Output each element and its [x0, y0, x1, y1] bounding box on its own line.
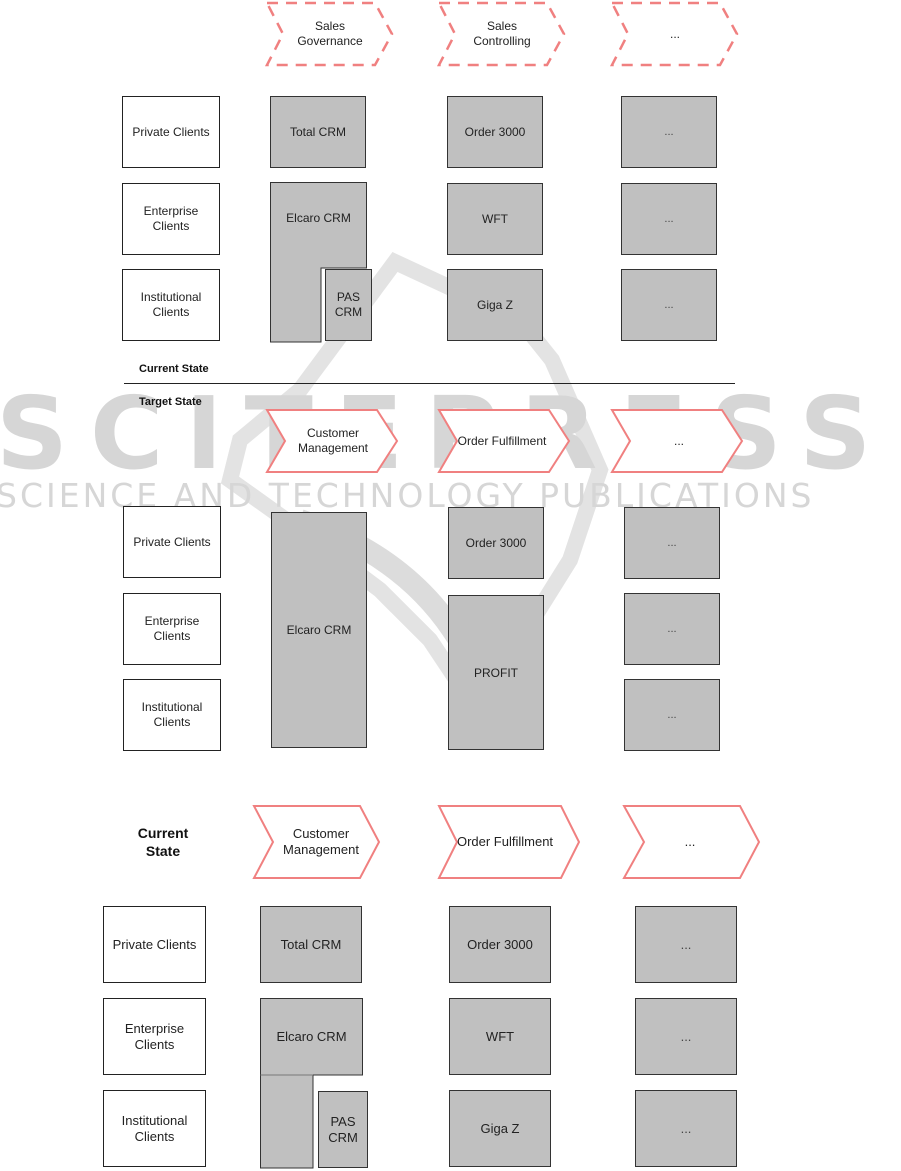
process-chevron-more	[622, 805, 761, 879]
process-label: Order Fulfillment	[456, 834, 554, 849]
client-box-private: Private Clients	[122, 96, 220, 168]
process-label: Sales Governance	[297, 19, 363, 48]
system-giga-z: Giga Z	[447, 269, 543, 341]
system-elcaro-crm: Elcaro CRM	[271, 512, 367, 748]
system-wft: WFT	[449, 998, 551, 1075]
system-order-3000: Order 3000	[447, 96, 543, 168]
system-placeholder: ...	[635, 998, 737, 1075]
process-chevron-customer-management	[265, 409, 399, 473]
system-elcaro-crm-label: Elcaro CRM	[286, 211, 351, 225]
client-box-institutional: Institutional Clients	[122, 269, 220, 341]
system-elcaro-crm-label: Elcaro CRM	[276, 1028, 347, 1044]
system-profit: PROFIT	[448, 595, 544, 750]
process-chevron-sales-governance	[264, 1, 394, 67]
client-box-private: Private Clients	[123, 506, 221, 578]
system-total-crm: Total CRM	[260, 906, 362, 983]
state-label-current: Current State	[139, 363, 209, 375]
system-placeholder: ...	[624, 507, 720, 579]
system-elcaro-crm-shape	[260, 998, 363, 1169]
client-box-enterprise: Enterprise Clients	[122, 183, 220, 255]
process-chevron-more	[609, 1, 739, 67]
system-placeholder: ...	[635, 1090, 737, 1167]
process-chevron-sales-controlling	[436, 1, 566, 67]
process-chevron-order-fulfillment	[437, 409, 571, 473]
process-label: ...	[669, 26, 680, 41]
process-label: Customer Management	[297, 426, 369, 455]
process-label: Sales Controlling	[473, 19, 531, 48]
system-elcaro-crm-shape	[270, 182, 367, 343]
process-label: ...	[684, 834, 696, 849]
system-placeholder: ...	[635, 906, 737, 983]
process-chevron-more	[610, 409, 744, 473]
state-label-current-large: Current State	[137, 825, 189, 859]
state-divider-line	[124, 383, 735, 384]
system-pas-crm: PAS CRM	[318, 1091, 368, 1168]
client-box-institutional: Institutional Clients	[103, 1090, 206, 1167]
system-order-3000: Order 3000	[449, 906, 551, 983]
process-chevron-customer-management	[252, 805, 381, 879]
system-placeholder: ...	[621, 96, 717, 168]
client-box-institutional: Institutional Clients	[123, 679, 221, 751]
system-wft: WFT	[447, 183, 543, 255]
client-box-enterprise: Enterprise Clients	[123, 593, 221, 665]
client-box-enterprise: Enterprise Clients	[103, 998, 206, 1075]
process-chevron-order-fulfillment	[437, 805, 581, 879]
system-total-crm: Total CRM	[270, 96, 366, 168]
client-box-private: Private Clients	[103, 906, 206, 983]
system-giga-z: Giga Z	[449, 1090, 551, 1167]
system-order-3000: Order 3000	[448, 507, 544, 579]
state-label-target: Target State	[139, 396, 202, 408]
process-label: ...	[673, 433, 684, 448]
system-placeholder: ...	[624, 679, 720, 751]
system-placeholder: ...	[621, 269, 717, 341]
system-placeholder: ...	[621, 183, 717, 255]
system-placeholder: ...	[624, 593, 720, 665]
process-label: Order Fulfillment	[457, 433, 547, 448]
process-label: Customer Management	[283, 826, 359, 857]
system-pas-crm: PAS CRM	[325, 269, 372, 341]
